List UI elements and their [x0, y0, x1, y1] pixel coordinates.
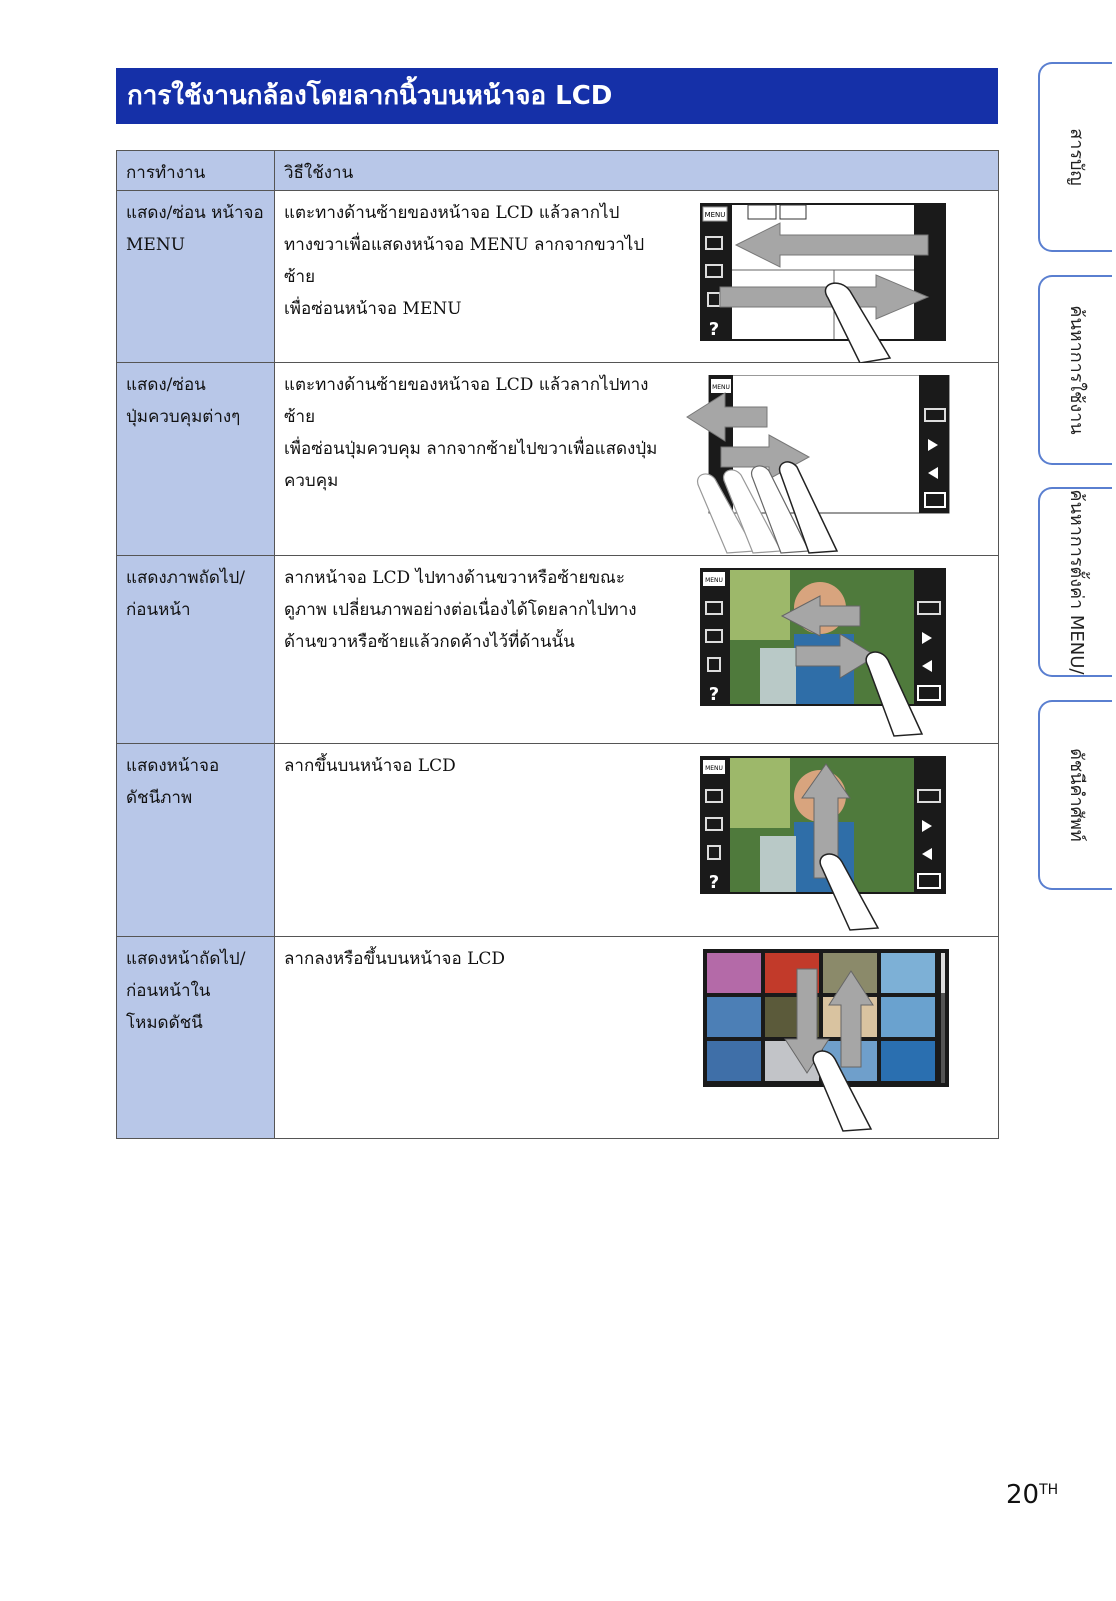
description-line: แตะทางด้านซ้ายของหน้าจอ LCD แล้วลากไป	[284, 203, 620, 223]
calendar-icon	[705, 236, 723, 250]
description-line: ด้านขวาหรือซ้ายแล้วกดค้างไว้ที่ด้านนั้น	[284, 632, 575, 652]
help-icon: ?	[709, 684, 719, 705]
play-icon	[922, 632, 932, 644]
calendar-icon	[705, 601, 723, 615]
description-line: ลากขึ้นบนหน้าจอ LCD	[284, 756, 456, 776]
tab-label: สารบัญ	[1066, 128, 1087, 186]
description-line: เพื่อซ่อนหน้าจอ MENU	[284, 299, 462, 319]
tab-label: ดัชนีคำศัพท์	[1066, 748, 1087, 842]
swap-icon	[917, 789, 941, 803]
description-line: แตะทางด้านซ้ายของหน้าจอ LCD แล้วลากไปทาง…	[284, 375, 649, 427]
finger-icon	[778, 461, 839, 554]
table-row: แสดงภาพถัดไป/ ก่อนหน้า ลากหน้าจอ LCD ไปท…	[116, 555, 999, 744]
table-row: แสดงหน้าถัดไป/ ก่อนหน้าใน โหมดดัชนี ลากล…	[116, 936, 999, 1139]
menu-label: MENU	[705, 577, 723, 584]
page-title: การใช้งานกล้องโดยลากนิ้วบนหน้าจอ LCD	[116, 68, 998, 124]
operation-line: ดัชนีภาพ	[126, 788, 193, 808]
tab-search-menu-settings[interactable]: ค้นหาการตั้งค่า MENU/	[1038, 487, 1112, 677]
table-row: แสดง/ซ่อน ปุ่มควบคุมต่างๆ แตะทางด้านซ้าย…	[116, 362, 999, 556]
scrollbar-thumb[interactable]	[941, 953, 945, 993]
description-line: ลากลงหรือขึ้นบนหน้าจอ LCD	[284, 949, 506, 969]
menu-label: MENU	[705, 211, 726, 219]
close-icon	[779, 204, 807, 220]
menu-show-hide-illustration: MENU ?	[700, 203, 946, 363]
swap-icon	[924, 408, 946, 422]
finger-icon	[865, 651, 924, 737]
tab-contents[interactable]: สารบัญ	[1038, 62, 1112, 252]
description-cell: ลากลงหรือขึ้นบนหน้าจอ LCD	[274, 936, 999, 1139]
page-number-suffix: TH	[1039, 1482, 1059, 1498]
play-icon	[928, 439, 938, 451]
operation-line: แสดงหน้าถัดไป/	[126, 949, 246, 969]
tab-label: ค้นหาการตั้งค่า MENU/	[1066, 489, 1087, 675]
operation-line: ก่อนหน้า	[126, 600, 191, 620]
menu-label: MENU	[712, 384, 730, 391]
operation-cell: แสดงหน้าถัดไป/ ก่อนหน้าใน โหมดดัชนี	[116, 936, 275, 1139]
calendar-icon	[705, 789, 723, 803]
camera-icon	[917, 873, 941, 889]
controls-show-hide-illustration: MENU	[686, 375, 950, 554]
operation-cell: แสดงหน้าจอ ดัชนีภาพ	[116, 743, 275, 937]
description-cell: แตะทางด้านซ้ายของหน้าจอ LCD แล้วลากไปทาง…	[274, 362, 999, 556]
table-header-row: การทำงาน วิธีใช้งาน	[116, 150, 999, 191]
finger-icon	[812, 1050, 873, 1132]
operation-line: ปุ่มควบคุมต่างๆ	[126, 407, 241, 427]
operations-table: การทำงาน วิธีใช้งาน แสดง/ซ่อน หน้าจอ MEN…	[116, 150, 999, 1139]
description-line: เพื่อซ่อนปุ่มควบคุม ลากจากซ้ายไปขวาเพื่อ…	[284, 439, 658, 459]
index-icon	[705, 817, 723, 831]
description-line: ดูภาพ เปลี่ยนภาพอย่างต่อเนื่องได้โดยลากไ…	[284, 600, 637, 620]
tab-search-function[interactable]: ค้นหาการใช้งาน	[1038, 275, 1112, 465]
description-cell: แตะทางด้านซ้ายของหน้าจอ LCD แล้วลากไป ทา…	[274, 190, 999, 363]
trash-icon	[707, 657, 721, 672]
operation-line: MENU	[126, 235, 186, 255]
tab-index[interactable]: ดัชนีคำศัพท์	[1038, 700, 1112, 890]
table-row: แสดง/ซ่อน หน้าจอ MENU แตะทางด้านซ้ายของห…	[116, 190, 999, 363]
operation-line: แสดง/ซ่อน หน้าจอ	[126, 203, 264, 223]
trash-icon	[707, 845, 721, 860]
operation-cell: แสดงภาพถัดไป/ ก่อนหน้า	[116, 555, 275, 744]
page-number-value: 20	[1006, 1480, 1040, 1510]
swap-icon	[917, 601, 941, 615]
operation-line: ก่อนหน้าใน	[126, 981, 211, 1001]
play-icon	[922, 820, 932, 832]
operation-line: แสดง/ซ่อน	[126, 375, 206, 395]
camera-icon	[917, 685, 941, 701]
finger-icon	[819, 853, 880, 931]
operation-cell: แสดง/ซ่อน หน้าจอ MENU	[116, 190, 275, 363]
finger-icon	[824, 282, 892, 363]
description-cell: ลากหน้าจอ LCD ไปทางด้านขวาหรือซ้ายขณะ ดู…	[274, 555, 999, 744]
menu-label: MENU	[705, 765, 723, 772]
camera-icon	[924, 492, 946, 508]
settings-icon	[747, 204, 777, 220]
index-icon	[705, 629, 723, 643]
operation-line: แสดงภาพถัดไป/	[126, 568, 246, 588]
thumbnail-grid	[707, 953, 935, 1081]
next-prev-image-illustration: MENU ?	[700, 568, 946, 737]
index-icon	[705, 264, 723, 278]
header-operation: การทำงาน	[116, 150, 275, 191]
help-icon: ?	[709, 872, 719, 893]
operation-line: แสดงหน้าจอ	[126, 756, 220, 776]
operation-line: โหมดดัชนี	[126, 1013, 203, 1033]
header-method: วิธีใช้งาน	[274, 150, 999, 191]
index-screen-illustration: MENU ?	[700, 756, 946, 931]
description-line: ทางขวาเพื่อแสดงหน้าจอ MENU ลากจากขวาไปซ้…	[284, 235, 645, 287]
help-icon: ?	[709, 319, 719, 340]
index-page-scroll-illustration	[703, 949, 949, 1132]
scrollbar[interactable]	[941, 953, 945, 1083]
description-line: ควบคุม	[284, 471, 339, 491]
operation-cell: แสดง/ซ่อน ปุ่มควบคุมต่างๆ	[116, 362, 275, 556]
prev-icon	[922, 848, 932, 860]
description-cell: ลากขึ้นบนหน้าจอ LCD MENU ?	[274, 743, 999, 937]
prev-icon	[928, 467, 938, 479]
table-row: แสดงหน้าจอ ดัชนีภาพ ลากขึ้นบนหน้าจอ LCD …	[116, 743, 999, 937]
description-line: ลากหน้าจอ LCD ไปทางด้านขวาหรือซ้ายขณะ	[284, 568, 625, 588]
prev-icon	[922, 660, 932, 672]
tab-label: ค้นหาการใช้งาน	[1066, 305, 1087, 435]
page-number: 20TH	[1006, 1480, 1058, 1510]
